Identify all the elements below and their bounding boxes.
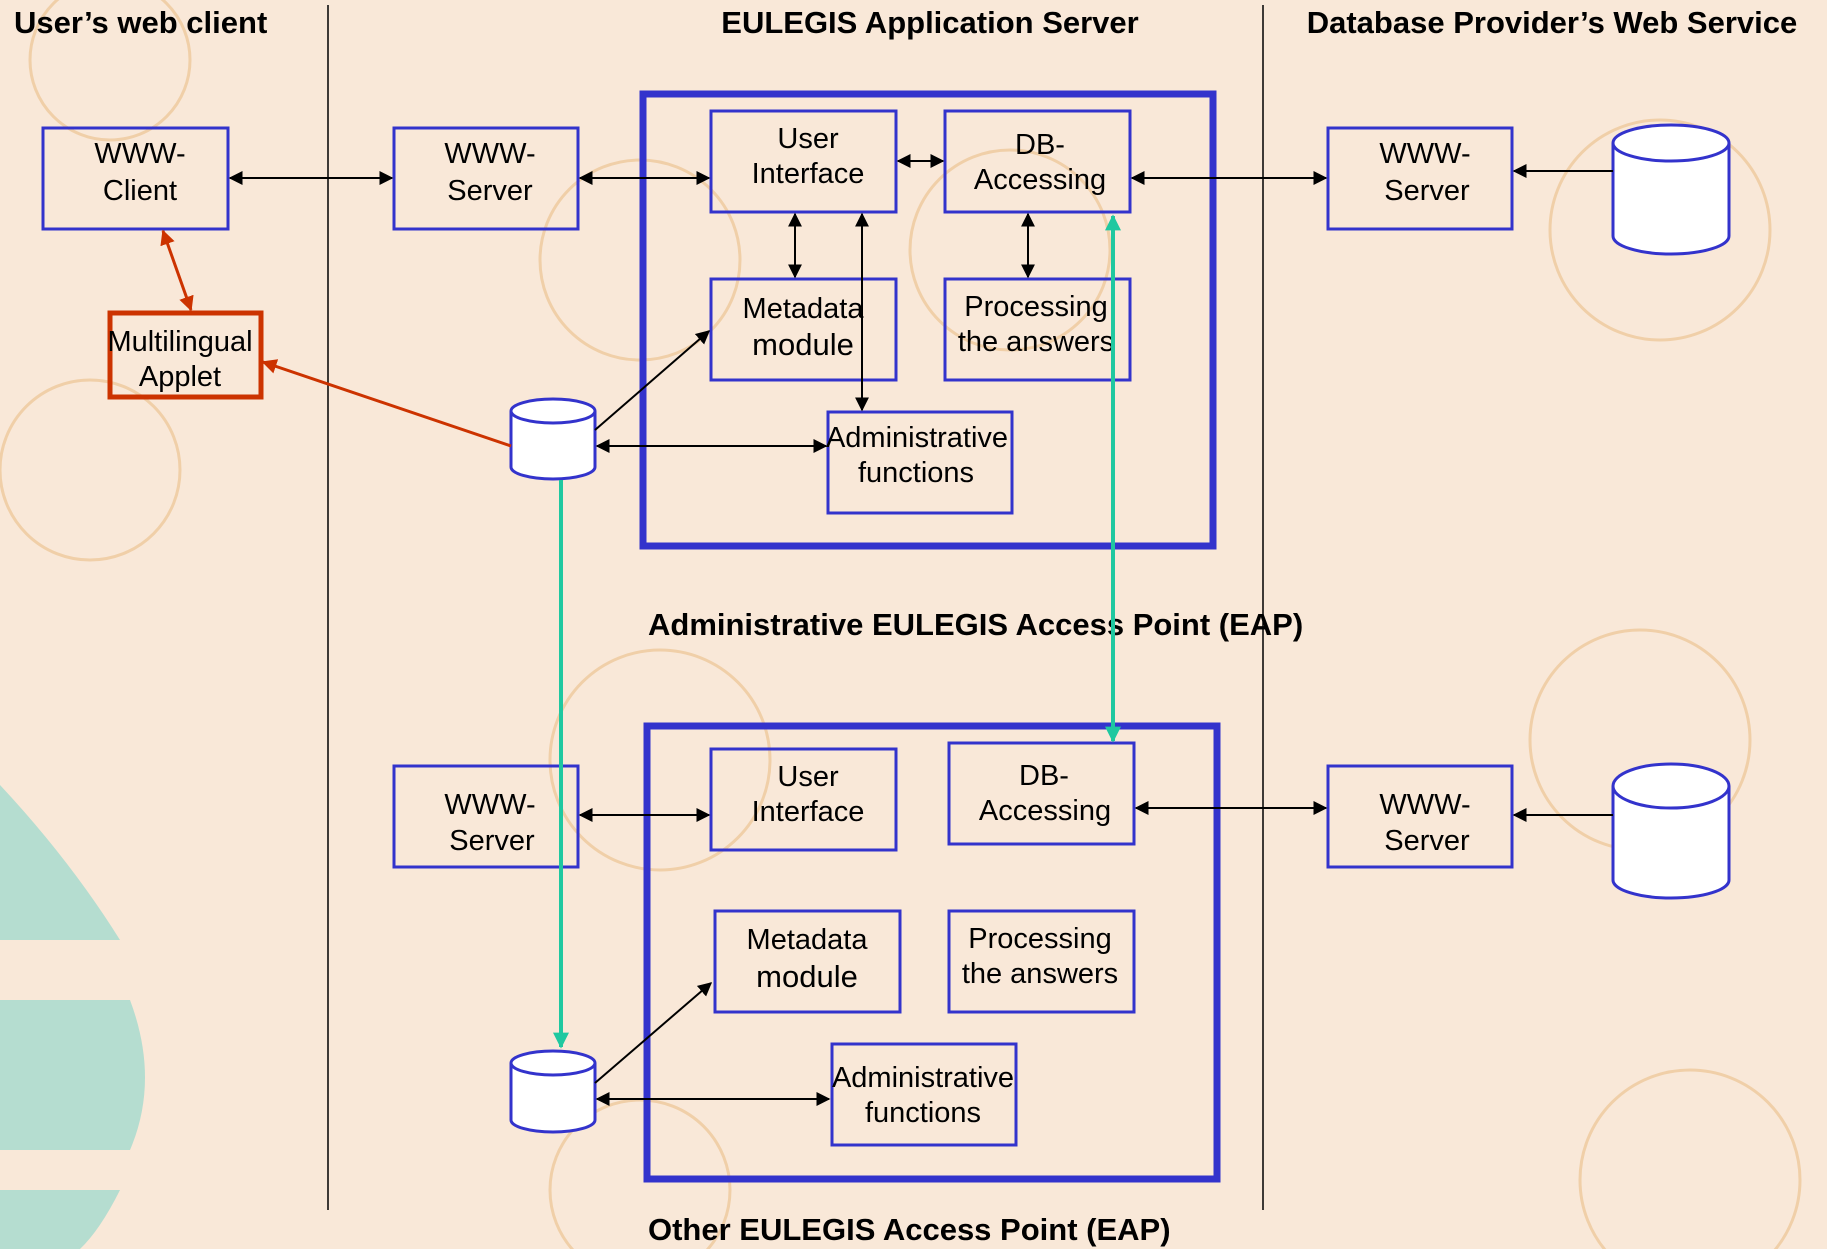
svg-text:Server: Server	[447, 175, 533, 207]
connectors	[160, 154, 1613, 1106]
svg-text:Accessing: Accessing	[979, 795, 1111, 827]
other-metadata-database-icon	[509, 1049, 597, 1134]
admin-metadata-database-icon	[509, 397, 597, 481]
svg-text:Server: Server	[1384, 175, 1470, 207]
provider-www-server-top-box: WWW- Server	[1326, 126, 1514, 231]
svg-text:Interface: Interface	[752, 158, 865, 190]
svg-text:Server: Server	[1384, 825, 1470, 857]
other-user-interface-box: User Interface	[709, 747, 898, 852]
svg-text:User: User	[777, 761, 839, 793]
svg-text:WWW-: WWW-	[1379, 138, 1470, 170]
header-provider: Database Provider’s Web Service	[1307, 5, 1798, 40]
admin-eap-label: Administrative EULEGIS Access Point (EAP…	[648, 607, 1303, 642]
svg-text:User: User	[777, 123, 839, 155]
svg-text:DB-: DB-	[1015, 129, 1065, 161]
svg-text:WWW-: WWW-	[1379, 789, 1470, 821]
admin-eap-frame	[639, 90, 1217, 550]
svg-text:Administrative: Administrative	[826, 422, 1008, 454]
svg-text:WWW-: WWW-	[444, 789, 535, 821]
provider-www-server-bottom-box: WWW- Server	[1326, 764, 1514, 869]
svg-text:module: module	[752, 327, 854, 362]
admin-administrative-functions-box: Administrative functions	[826, 410, 1014, 515]
svg-text:WWW-: WWW-	[444, 138, 535, 170]
svg-text:Administrative: Administrative	[832, 1062, 1014, 1094]
svg-text:Accessing: Accessing	[974, 164, 1106, 196]
other-eap-frame	[643, 722, 1221, 1183]
svg-text:functions: functions	[858, 457, 974, 489]
other-eap-label: Other EULEGIS Access Point (EAP)	[648, 1212, 1171, 1247]
svg-text:the answers: the answers	[962, 958, 1118, 990]
svg-text:functions: functions	[865, 1097, 981, 1129]
svg-text:Applet: Applet	[139, 361, 221, 393]
provider-database-top-icon	[1611, 123, 1731, 256]
header-client: User’s web client	[14, 5, 267, 40]
svg-text:Metadata: Metadata	[747, 924, 869, 956]
svg-text:Multilingual: Multilingual	[107, 326, 252, 358]
svg-text:module: module	[756, 959, 858, 994]
svg-text:Interface: Interface	[752, 796, 865, 828]
svg-text:Processing: Processing	[968, 923, 1111, 955]
svg-text:Metadata: Metadata	[743, 293, 865, 325]
admin-metadata-module-box: Metadata module	[709, 277, 898, 382]
header-server: EULEGIS Application Server	[721, 5, 1138, 40]
arrow-other-dbicon-metadata	[594, 982, 713, 1084]
svg-text:DB-: DB-	[1019, 760, 1069, 792]
admin-user-interface-box: User Interface	[709, 109, 898, 214]
admin-www-server-box: WWW- Server	[392, 126, 580, 231]
globe-decoration	[0, 785, 145, 1249]
other-db-accessing-box: DB- Accessing	[947, 741, 1136, 846]
www-client-box: WWW- Client	[41, 126, 230, 231]
arrow-db-applet	[261, 359, 512, 448]
multilingual-applet-box: Multilingual Applet	[107, 310, 264, 400]
admin-db-accessing-box: DB- Accessing	[943, 109, 1132, 214]
arrow-dbicon-metadata	[594, 330, 711, 431]
provider-database-bottom-icon	[1611, 762, 1731, 900]
admin-processing-box: Processing the answers	[943, 277, 1132, 382]
svg-text:the answers: the answers	[958, 326, 1114, 358]
svg-text:Processing: Processing	[964, 291, 1107, 323]
other-administrative-functions-box: Administrative functions	[830, 1042, 1018, 1147]
other-metadata-module-box: Metadata module	[713, 909, 902, 1014]
other-www-server-box: WWW- Server	[392, 764, 580, 869]
svg-text:Client: Client	[103, 175, 177, 207]
other-processing-box: Processing the answers	[947, 909, 1136, 1014]
svg-text:Server: Server	[449, 825, 535, 857]
svg-text:WWW-: WWW-	[94, 138, 185, 170]
arrow-client-applet	[160, 229, 194, 312]
